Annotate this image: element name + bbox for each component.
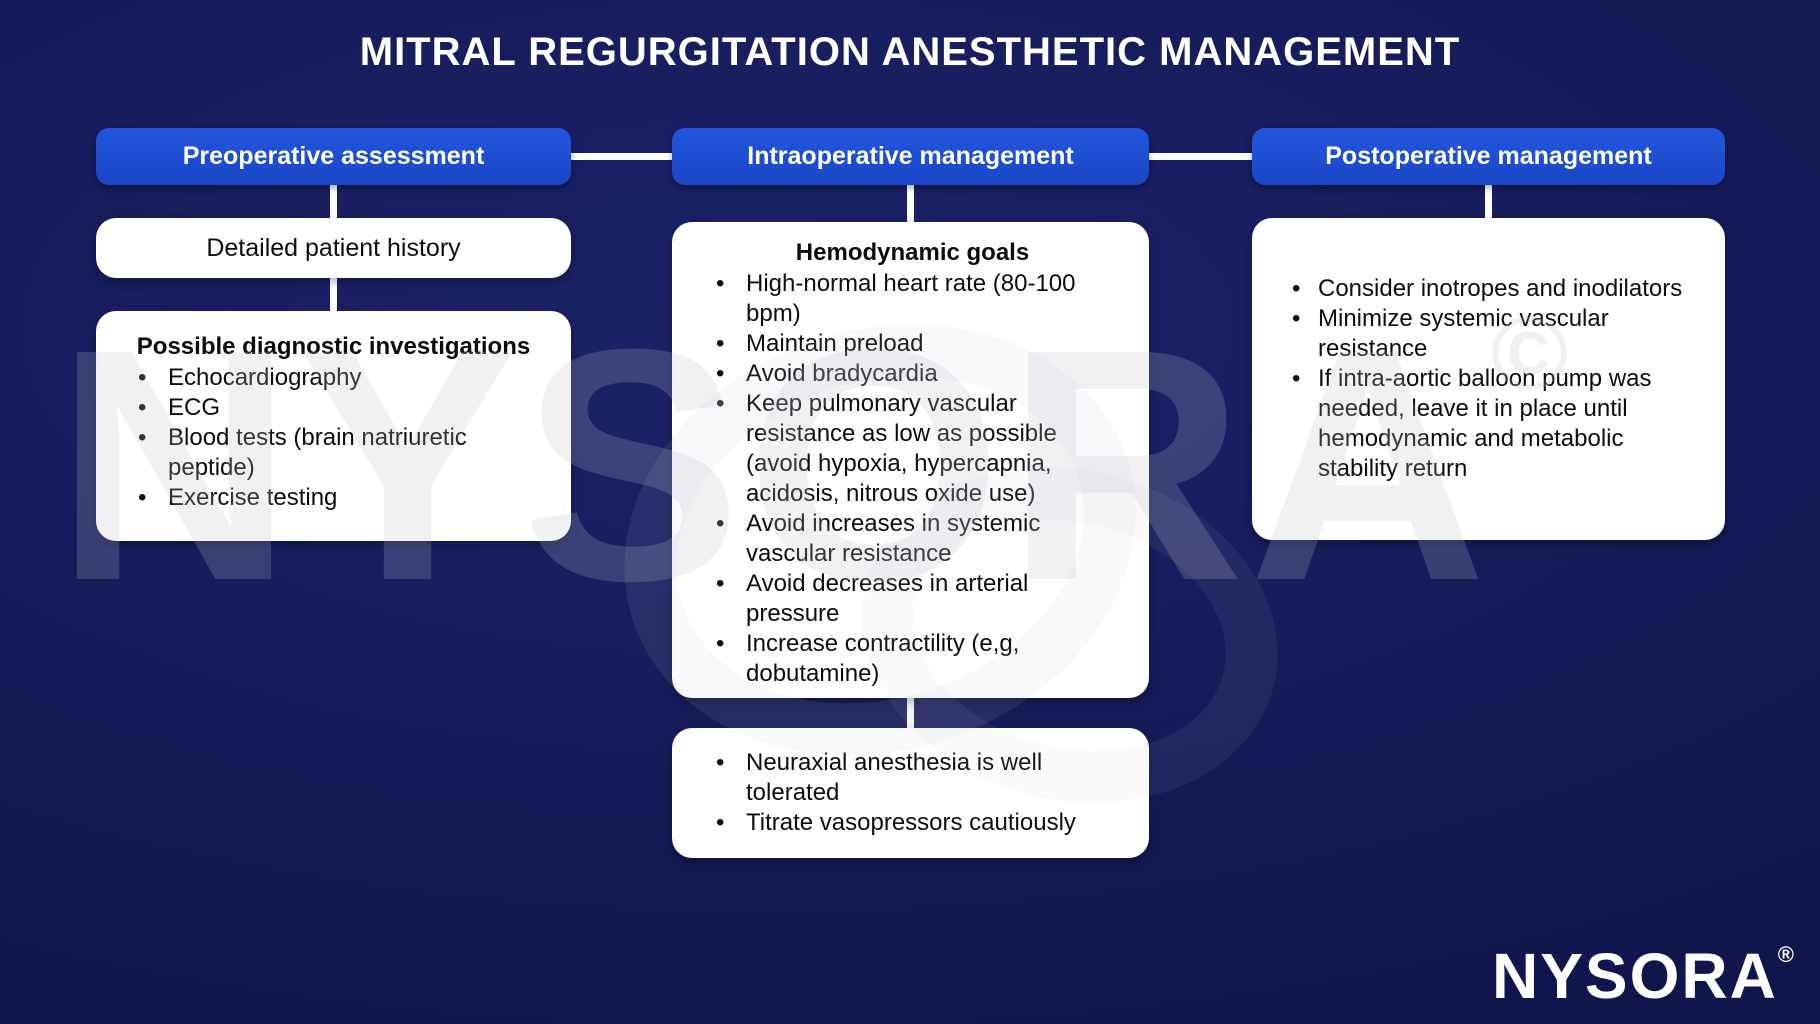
postoperative-management-box: Consider inotropes and inodilatorsMinimi…	[1252, 218, 1725, 540]
bullet-list: High-normal heart rate (80-100 bpm)Maint…	[702, 269, 1123, 689]
preoperative-header: Preoperative assessment	[96, 128, 571, 185]
connector-vertical	[1485, 183, 1492, 223]
bullet-item: Maintain preload	[702, 329, 1123, 359]
bullet-item: Echocardiography	[124, 363, 543, 393]
bullet-item: Avoid increases in systemic vascular res…	[702, 509, 1123, 569]
box-heading: Hemodynamic goals	[795, 239, 1030, 266]
registered-trademark-icon: ®	[1777, 942, 1794, 967]
bullet-item: Increase contractility (e,g, dobutamine)	[702, 629, 1123, 689]
bullet-item: Keep pulmonary vascular resistance as lo…	[702, 389, 1123, 509]
diagnostic-investigations-box: Possible diagnostic investigations Echoc…	[96, 311, 571, 541]
bullet-item: High-normal heart rate (80-100 bpm)	[702, 269, 1123, 329]
logo-text: NYSORA	[1491, 940, 1778, 1012]
neuraxial-anesthesia-box: Neuraxial anesthesia is well toleratedTi…	[672, 728, 1149, 858]
detailed-patient-history-box: Detailed patient history	[96, 218, 571, 278]
bullet-item: Consider inotropes and inodilators	[1278, 274, 1703, 304]
bullet-list: EchocardiographyECGBlood tests (brain na…	[124, 363, 543, 513]
connector-horizontal-right	[1143, 153, 1258, 160]
box-text: Detailed patient history	[206, 234, 461, 262]
connector-vertical	[907, 694, 914, 732]
bullet-item: If intra-aortic balloon pump was needed,…	[1278, 364, 1703, 484]
bullet-item: Blood tests (brain natriuretic peptide)	[124, 423, 543, 483]
hemodynamic-goals-box: Hemodynamic goals High-normal heart rate…	[672, 222, 1149, 698]
nysora-logo: NYSORA®	[1492, 942, 1794, 1009]
bullet-list: Neuraxial anesthesia is well toleratedTi…	[702, 748, 1123, 838]
bullet-item: Exercise testing	[124, 483, 543, 513]
box-heading: Possible diagnostic investigations	[136, 333, 531, 360]
connector-vertical	[330, 274, 337, 316]
bullet-item: Titrate vasopressors cautiously	[702, 808, 1123, 838]
bullet-list: Consider inotropes and inodilatorsMinimi…	[1278, 274, 1703, 484]
postoperative-header: Postoperative management	[1252, 128, 1725, 185]
bullet-item: Minimize systemic vascular resistance	[1278, 304, 1703, 364]
connector-vertical	[330, 183, 337, 223]
connector-horizontal-left	[565, 153, 678, 160]
bullet-item: Avoid bradycardia	[702, 359, 1123, 389]
connector-vertical	[907, 183, 914, 227]
page-title: MITRAL REGURGITATION ANESTHETIC MANAGEME…	[359, 30, 1461, 74]
intraoperative-header: Intraoperative management	[672, 128, 1149, 185]
bullet-item: ECG	[124, 393, 543, 423]
bullet-item: Neuraxial anesthesia is well tolerated	[702, 748, 1123, 808]
bullet-item: Avoid decreases in arterial pressure	[702, 569, 1123, 629]
